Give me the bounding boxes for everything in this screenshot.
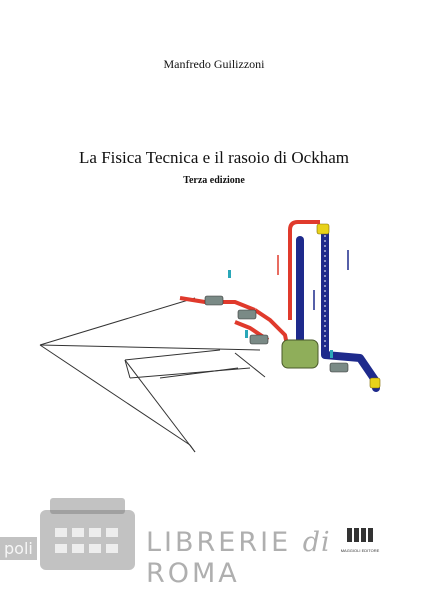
axis-line-3: [39, 344, 261, 351]
axis-line-6: [129, 367, 251, 379]
axis-line-9: [189, 444, 196, 453]
cyan-arrows: [228, 270, 333, 358]
brand-italic: di: [302, 527, 331, 558]
typewriter-body: [40, 510, 135, 570]
watermark-brand: LIBRERIE di ROMA: [146, 527, 428, 589]
top-valve: [316, 223, 330, 235]
right-valve: [369, 377, 381, 389]
publisher-name: MAGGIOLI EDITORE: [341, 548, 380, 553]
axis-drawing: [39, 297, 266, 453]
cyan-arrow-3: [330, 350, 333, 358]
publisher-logo: [347, 528, 373, 542]
cyan-arrow-1: [228, 270, 231, 278]
watermark-left-label: poli: [0, 537, 37, 560]
axis-line-2: [39, 344, 191, 446]
brand-end: ROMA: [146, 558, 240, 589]
axis-line-4: [124, 349, 221, 361]
axis-line-7: [124, 359, 131, 379]
axis-line-1: [39, 297, 196, 346]
brand-main: LIBRERIE: [146, 527, 303, 558]
edition-label: Terza edizione: [183, 175, 245, 186]
exchanger-1: [204, 295, 224, 306]
central-tank: [281, 339, 319, 369]
watermark-typewriter-logo: MAGGIOLI EDITORE: [40, 498, 380, 570]
exchanger-4: [329, 362, 349, 373]
exchanger-2: [237, 309, 257, 320]
axis-line-8: [159, 367, 239, 379]
flow-arrows: [277, 250, 349, 310]
book-title: La Fisica Tecnica e il rasoio di Ockham: [79, 148, 349, 167]
axis-line-5: [124, 359, 196, 453]
heat-exchangers: [204, 295, 349, 373]
thermodynamic-plant-diagram: [39, 220, 381, 453]
cyan-arrow-2: [245, 330, 248, 338]
red-pipe-top: [288, 220, 320, 320]
exchanger-3: [249, 334, 269, 345]
author-name: Manfredo Guilizzoni: [163, 57, 265, 71]
axis-line-10: [234, 352, 266, 378]
typewriter-top: [50, 498, 125, 514]
